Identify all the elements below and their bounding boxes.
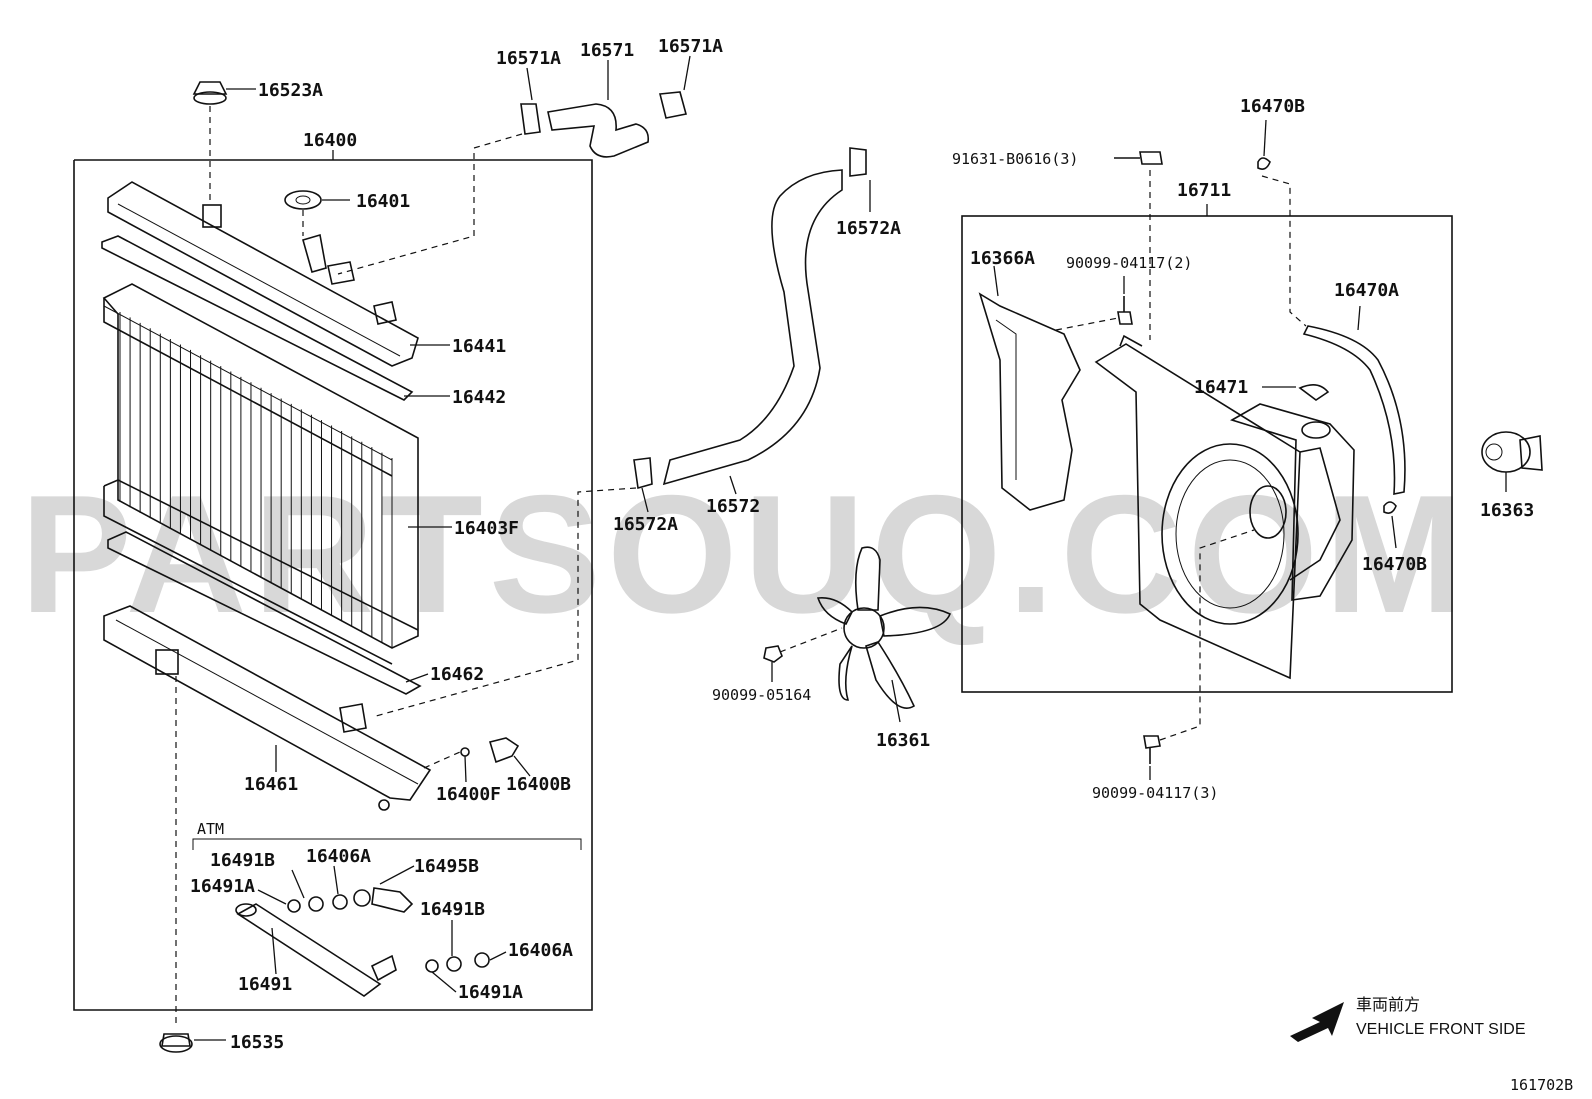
part-label[interactable]: 16400F xyxy=(436,784,501,805)
part-label[interactable]: 16491B xyxy=(210,850,275,871)
bolt-90099-04117-3 xyxy=(1143,735,1161,764)
part-label[interactable]: 16535 xyxy=(230,1032,284,1053)
direction-note-ja: 車両前方 xyxy=(1356,996,1420,1014)
part-label[interactable]: 16470B xyxy=(1240,96,1305,117)
part-label[interactable]: 16403F xyxy=(454,518,519,539)
atm-cooler-parts xyxy=(235,887,490,997)
part-label[interactable]: 16401 xyxy=(356,191,410,212)
part-label[interactable]: 16572A xyxy=(836,218,901,239)
fan-motor xyxy=(1481,431,1543,473)
front-direction-arrow xyxy=(1290,1002,1344,1042)
bolt-91631 xyxy=(1114,151,1163,165)
direction-note-en: VEHICLE FRONT SIDE xyxy=(1356,1021,1526,1038)
shroud-bracket xyxy=(978,292,1081,511)
part-label[interactable]: 16366A xyxy=(970,248,1035,269)
part-label[interactable]: 16461 xyxy=(244,774,298,795)
part-label[interactable]: 90099-04117(2) xyxy=(1066,254,1192,272)
part-label[interactable]: 90099-05164 xyxy=(712,686,811,704)
drain-cock xyxy=(488,737,520,764)
part-label[interactable]: 16491A xyxy=(190,876,255,897)
fan-shroud xyxy=(1094,334,1341,680)
part-label[interactable]: 16363 xyxy=(1480,500,1534,521)
part-label[interactable]: 16495B xyxy=(414,856,479,877)
part-label[interactable]: 16523A xyxy=(258,80,323,101)
upper-hose xyxy=(520,91,687,158)
reservoir-tank xyxy=(1230,384,1355,601)
part-label[interactable]: 16571A xyxy=(496,48,561,69)
bolt-90099-04117-2 xyxy=(1117,296,1133,325)
part-label[interactable]: 16470A xyxy=(1334,280,1399,301)
overflow-hose xyxy=(1302,325,1406,495)
lower-gasket xyxy=(107,531,422,695)
upper-gasket xyxy=(101,235,414,401)
part-label[interactable]: 16400B xyxy=(506,774,571,795)
part-label[interactable]: 16471 xyxy=(1194,377,1248,398)
part-label[interactable]: 16571A xyxy=(658,36,723,57)
lower-tank xyxy=(103,605,432,811)
part-label[interactable]: 16572 xyxy=(706,496,760,517)
upper-tank xyxy=(107,181,419,367)
part-label[interactable]: 90099-04117(3) xyxy=(1092,784,1218,802)
cooling-fan xyxy=(816,546,952,709)
part-label[interactable]: 91631-B0616(3) xyxy=(952,150,1078,168)
part-label[interactable]: 16571 xyxy=(580,40,634,61)
part-label[interactable]: 16442 xyxy=(452,387,506,408)
fan-nut xyxy=(763,645,783,663)
diagram-code: 161702B xyxy=(1510,1076,1573,1094)
atm-bracket xyxy=(192,838,582,850)
part-label[interactable]: 16470B xyxy=(1362,554,1427,575)
part-label[interactable]: 16406A xyxy=(306,846,371,867)
part-label[interactable]: 16441 xyxy=(452,336,506,357)
flange-plate xyxy=(284,190,322,210)
radiator-core xyxy=(102,283,419,665)
label-16400: 16400 xyxy=(303,130,357,151)
radiator-cap-part xyxy=(192,81,228,105)
radiator-assembly-box xyxy=(73,159,593,1011)
part-label[interactable]: 16491B xyxy=(420,899,485,920)
part-label[interactable]: 16491A xyxy=(458,982,523,1003)
hose-clip-top xyxy=(1257,157,1271,170)
label-atm: ATM xyxy=(197,820,224,838)
part-label[interactable]: 16406A xyxy=(508,940,573,961)
lower-hose xyxy=(633,147,867,490)
drain-o-ring xyxy=(460,747,470,757)
hose-clip-bottom xyxy=(1383,501,1397,514)
part-label[interactable]: 16361 xyxy=(876,730,930,751)
part-label[interactable]: 16462 xyxy=(430,664,484,685)
watermark: PARTSOUQ.COM xyxy=(20,460,1470,648)
lower-cushion xyxy=(159,1033,193,1053)
part-label[interactable]: 16491 xyxy=(238,974,292,995)
part-label[interactable]: 16572A xyxy=(613,514,678,535)
label-16711: 16711 xyxy=(1177,180,1231,201)
